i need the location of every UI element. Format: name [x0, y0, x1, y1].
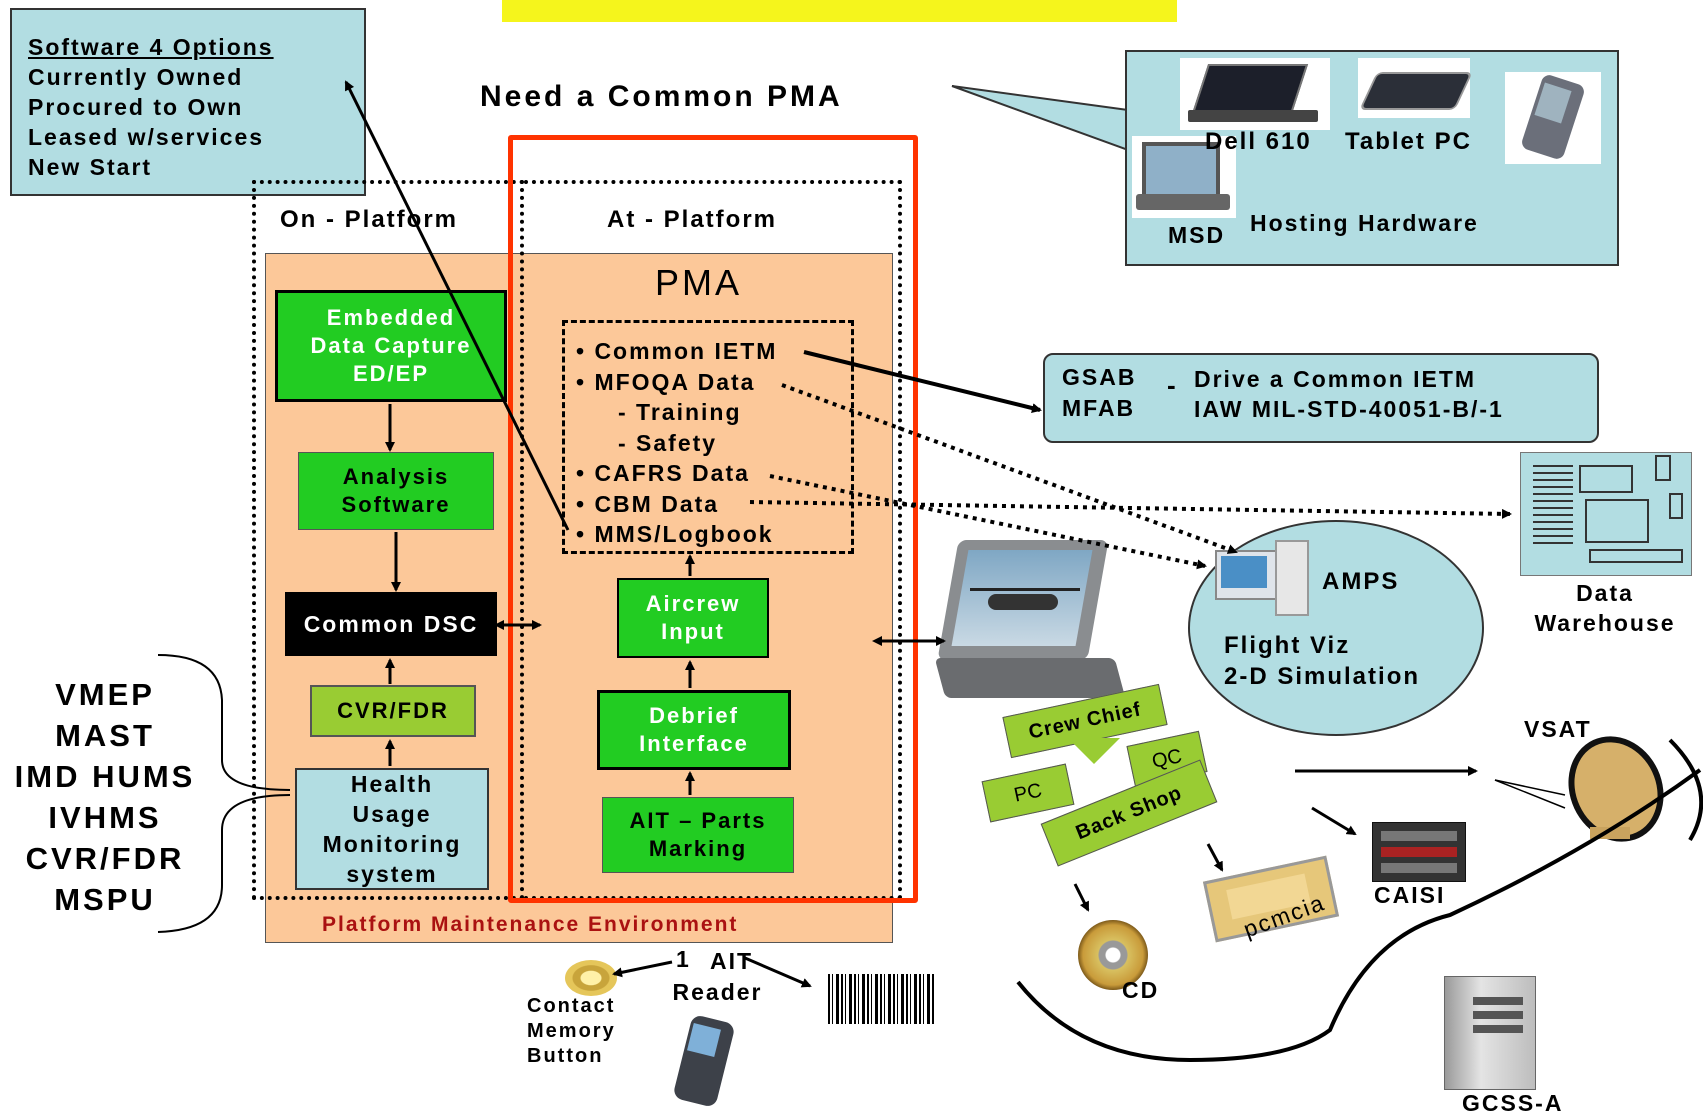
need-common-pma-heading: Need a Common PMA [480, 80, 843, 113]
ait-reader-label: AIT Reader [660, 946, 775, 1008]
on-platform-label: On - Platform [280, 206, 459, 233]
contact-memory-label: Contact Memory Button [527, 994, 616, 1069]
common-dsc-box: Common DSC [285, 592, 497, 656]
hosting-hardware-label: Hosting Hardware [1250, 210, 1479, 236]
tablet-pc-label: Tablet PC [1345, 128, 1472, 155]
analysis-software-box: Analysis Software [298, 452, 494, 530]
data-warehouse-label: Data Warehouse [1520, 578, 1690, 638]
pma-item-safety: - Safety [618, 429, 718, 456]
systems-list: VMEP MAST IMD HUMS IVHMS CVR/FDR MSPU [0, 674, 210, 920]
data-label: Data [1576, 580, 1634, 606]
embedded-line: ED/EP [352, 361, 430, 386]
ait-parts-marking-box: AIT – Parts Marking [602, 797, 794, 873]
hums-line: Usage [352, 801, 432, 827]
flight-viz-label: Flight Viz [1224, 632, 1351, 659]
gcss-server-icon [1444, 976, 1536, 1090]
crew-chief-arrow [1068, 738, 1120, 764]
aircrew-line: Aircrew [645, 591, 741, 616]
debrief-line: Debrief [649, 703, 739, 728]
aircrew-line: Input [661, 619, 725, 644]
pma-data-list: • Common IETM • MFOQA Data - Training - … [562, 320, 854, 554]
msd-label: MSD [1168, 222, 1226, 248]
system-item: MAST [55, 718, 155, 753]
cvr-fdr-box: CVR/FDR [310, 685, 476, 737]
hums-line: Monitoring [322, 831, 462, 857]
dell-610-laptop-icon [1180, 58, 1330, 130]
embedded-data-capture-box: Embedded Data Capture ED/EP [275, 290, 507, 402]
pc-label: PC [1012, 778, 1044, 807]
drive-common-ietm: Drive a Common IETM [1194, 366, 1477, 392]
data-warehouse-icon [1520, 452, 1692, 576]
gcss-label: GCSS-A [1462, 1090, 1564, 1116]
analysis-line: Software [341, 492, 451, 517]
gsab-left: GSAB MFAB [1062, 362, 1136, 424]
pc-panel: PC [981, 763, 1075, 823]
system-item: CVR/FDR [25, 841, 185, 876]
contact-memory-button-icon [565, 960, 617, 996]
pma-item-mms-logbook: • MMS/Logbook [576, 521, 774, 547]
embedded-line: Data Capture [310, 333, 472, 358]
cd-label: CD [1122, 977, 1160, 1003]
options-title: Software 4 Options [28, 34, 274, 60]
vsat-dish-icon [1551, 720, 1681, 858]
hums-line: Health [350, 771, 434, 797]
ait-reader-number: 1 [676, 946, 691, 972]
cvr-fdr-label: CVR/FDR [337, 698, 449, 723]
tablet-pc-icon [1358, 58, 1473, 118]
iaw-mil-std: IAW MIL-STD-40051-B/-1 [1194, 396, 1504, 422]
option-item: Leased w/services [28, 124, 265, 150]
gsab-right: Drive a Common IETM IAW MIL-STD-40051-B/… [1194, 364, 1504, 424]
debrief-line: Interface [639, 731, 749, 756]
at-platform-label: At - Platform [607, 206, 777, 233]
hums-line: system [346, 861, 438, 887]
ait-parts-line: Marking [648, 836, 748, 861]
health-usage-monitoring-box: Health Usage Monitoring system [295, 768, 489, 890]
barcode-icon [828, 974, 936, 1024]
gsab-label: GSAB [1062, 364, 1137, 390]
gsab-dash: - [1167, 370, 1178, 400]
dell-610-label: Dell 610 [1205, 128, 1312, 155]
reader-line: Reader [672, 979, 763, 1005]
caisi-label: CAISI [1374, 882, 1446, 908]
system-item: IMD HUMS [14, 759, 196, 794]
option-item: Procured to Own [28, 94, 244, 120]
warehouse-label: Warehouse [1534, 610, 1676, 636]
option-item: New Start [28, 154, 153, 180]
pda-device-icon [1505, 72, 1601, 164]
pma-item-common-ietm: • Common IETM [576, 338, 778, 364]
system-item: IVHMS [48, 800, 162, 835]
aircrew-input-box: Aircrew Input [617, 578, 769, 658]
debrief-interface-box: Debrief Interface [597, 690, 791, 770]
amps-computer-icon [1215, 540, 1315, 618]
rugged-laptop-icon [934, 540, 1140, 710]
mfab-label: MFAB [1062, 395, 1136, 421]
vsat-label: VSAT [1524, 716, 1592, 742]
memory-line: Memory [527, 1020, 616, 1042]
analysis-line: Analysis [342, 464, 450, 489]
contact-line: Contact [527, 995, 616, 1017]
ait-parts-line: AIT – Parts [629, 808, 767, 833]
system-item: VMEP [55, 677, 155, 712]
handheld-reader-icon [662, 1012, 752, 1112]
common-dsc-label: Common DSC [303, 610, 479, 637]
system-item: MSPU [54, 882, 156, 917]
pma-item-cafrs: • CAFRS Data [576, 460, 750, 486]
msd-laptop-icon [1132, 136, 1236, 218]
embedded-line: Embedded [326, 305, 456, 330]
ait-line: AIT [709, 948, 754, 974]
pma-item-cbm: • CBM Data [576, 490, 720, 517]
pma-item-mfoqa: • MFOQA Data [576, 368, 756, 395]
simulation-label: 2-D Simulation [1224, 663, 1421, 690]
pma-item-training: - Training [618, 399, 742, 425]
back-shop-label: Back Shop [1072, 781, 1186, 844]
software-options-box: Software 4 Options Currently Owned Procu… [10, 8, 366, 196]
pma-label: PMA [655, 262, 743, 303]
amps-lines: Flight Viz 2-D Simulation [1224, 630, 1420, 692]
amps-title: AMPS [1322, 568, 1400, 595]
button-line: Button [527, 1045, 604, 1067]
title-banner [502, 0, 1177, 22]
option-item: Currently Owned [28, 64, 244, 90]
caisi-equipment-icon [1372, 822, 1466, 882]
environment-label: Platform Maintenance Environment [322, 913, 739, 936]
